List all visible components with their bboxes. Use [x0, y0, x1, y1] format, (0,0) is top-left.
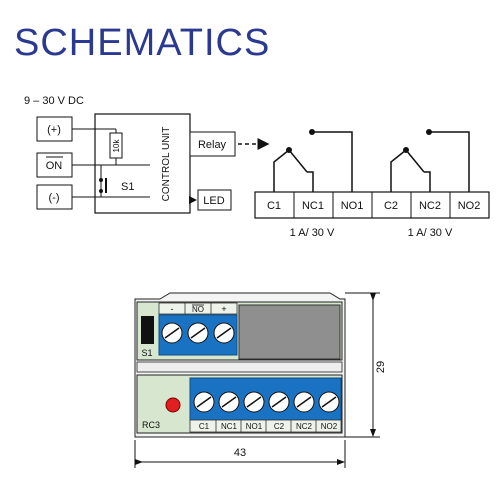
s1-switch — [141, 316, 154, 344]
bottom-label-c1: C1 — [199, 422, 210, 431]
relay-label: Relay — [198, 139, 227, 151]
bottom-screws — [193, 391, 340, 413]
bottom-label-nc2: NC2 — [296, 422, 313, 431]
terminal-nc1: NC1 — [302, 200, 324, 212]
board-separator — [136, 361, 343, 373]
terminal-nc2: NC2 — [419, 200, 441, 212]
top-label-strip — [158, 302, 238, 315]
bottom-label-strip — [189, 419, 342, 433]
status-led — [165, 397, 181, 413]
top-label-plus: + — [221, 304, 226, 314]
contact-1-pivot — [286, 147, 292, 153]
contact-2-no-dot — [426, 129, 432, 135]
dimension-lines — [134, 292, 380, 468]
bottom-label-c2: C2 — [274, 422, 285, 431]
page-title: SCHEMATICS — [14, 22, 271, 64]
top-label-no: NO — [192, 305, 204, 314]
bottom-label-nc1: NC1 — [221, 422, 238, 431]
internal-wiring — [72, 128, 150, 198]
relay-component — [238, 304, 341, 360]
bottom-terminal-block — [189, 377, 342, 421]
input-minus-label: (-) — [49, 192, 60, 204]
switch-label: S1 — [121, 181, 134, 193]
led-box — [197, 189, 232, 211]
input-minus-box — [36, 184, 73, 210]
switch-s1 — [99, 178, 107, 193]
height-dimension: 29 — [375, 361, 387, 373]
module-drawing: S1 - NO + RC3 — [134, 292, 346, 438]
bottom-label-no2: NO2 — [321, 422, 338, 431]
rating-1: 1 A/ 30 V — [290, 227, 335, 239]
bottom-label-no1: NO1 — [246, 422, 263, 431]
terminal-no2: NO2 — [458, 200, 481, 212]
supply-label: 9 – 30 V DC — [24, 95, 84, 107]
input-on-label: ON — [46, 160, 63, 172]
terminal-c1: C1 — [267, 200, 281, 212]
input-plus-label: (+) — [47, 124, 61, 136]
resistor-label: 10k — [112, 139, 121, 153]
control-unit-label: CONTROL UNIT — [161, 127, 172, 202]
led-label: LED — [203, 195, 224, 207]
terminal-c2: C2 — [384, 200, 398, 212]
contact-1-no-dot — [309, 129, 315, 135]
terminal-no1: NO1 — [341, 200, 364, 212]
contact-2-pivot — [403, 147, 409, 153]
s1-label: S1 — [141, 348, 152, 358]
relay-contact-2 — [390, 131, 470, 192]
top-label-minus: - — [171, 304, 174, 314]
relay-box — [189, 131, 236, 157]
resistor — [109, 132, 123, 159]
model-label: RC3 — [142, 420, 160, 430]
relay-contact-1 — [273, 131, 353, 192]
width-dimension: 43 — [234, 447, 246, 459]
input-plus-box — [36, 116, 73, 142]
rating-2: 1 A/ 30 V — [408, 227, 453, 239]
top-screws — [161, 322, 235, 344]
